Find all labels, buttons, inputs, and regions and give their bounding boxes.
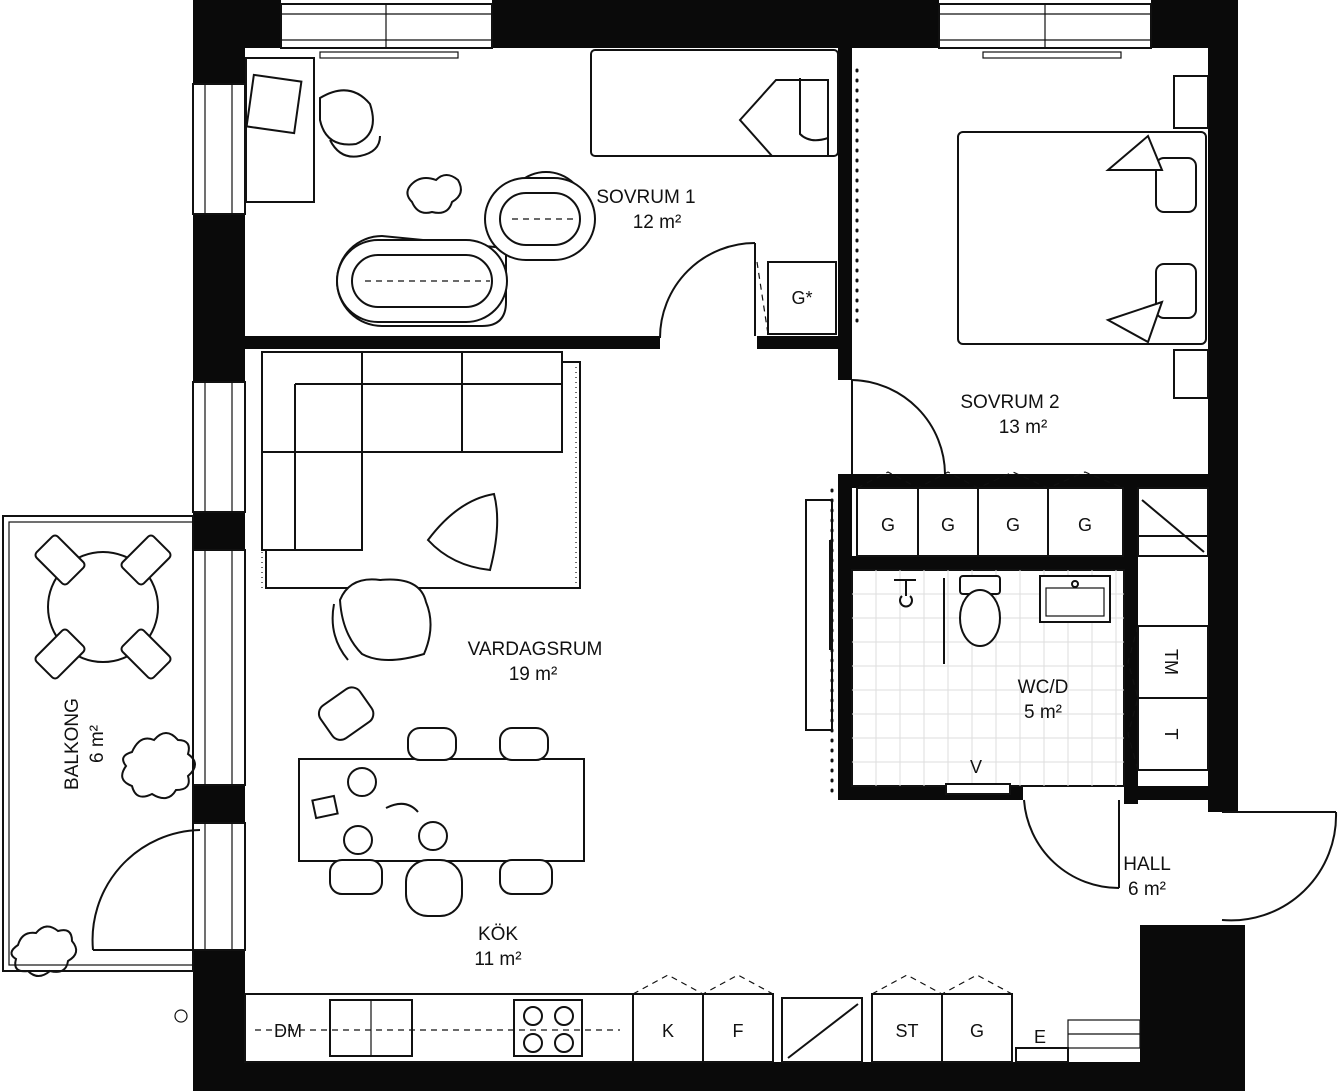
hall-name: HALL <box>1123 854 1171 875</box>
electric-panel-label: E <box>1034 1027 1046 1047</box>
vask-label: V <box>970 757 982 777</box>
room-labels: SOVRUM 1 12 m² SOVRUM 2 13 m² VARDAGSRUM… <box>62 187 1171 970</box>
top-windows <box>280 3 1152 59</box>
outer-walls <box>193 0 1245 1091</box>
wardrobe-label-1: G <box>881 515 895 535</box>
dryer-label: TM <box>1161 649 1181 675</box>
wardrobe-label-4: G <box>1078 515 1092 535</box>
kok-name: KÖK <box>478 924 518 945</box>
kok-area: 11 m² <box>474 949 521 970</box>
vardagsrum-furniture <box>261 351 581 661</box>
wardrobe-label-3: G <box>1006 515 1020 535</box>
balkong-name: BALKONG <box>62 698 83 790</box>
fixture-labels: G* G G G G V DM K F ST G E TM T <box>274 288 1181 1047</box>
dishwasher-label: DM <box>274 1021 302 1041</box>
fridge-label: K <box>662 1021 674 1041</box>
doors <box>91 242 1338 951</box>
sovrum1-furniture <box>245 49 839 335</box>
wcd-area: 5 m² <box>1024 702 1062 723</box>
sovrum1-name: SOVRUM 1 <box>596 187 695 208</box>
hall-area: 6 m² <box>1128 879 1166 900</box>
vardagsrum-area: 19 m² <box>509 664 558 685</box>
kitchen-wardrobe-label: G <box>970 1021 984 1041</box>
vardagsrum-name: VARDAGSRUM <box>468 639 603 660</box>
kok-furniture <box>244 686 1141 1063</box>
freezer-label: F <box>733 1021 744 1041</box>
cleaning-closet-label: ST <box>895 1021 918 1041</box>
garderob-star-label: G* <box>791 288 812 308</box>
wardrobe-label-2: G <box>941 515 955 535</box>
wcd-name: WC/D <box>1018 677 1069 698</box>
washer-label: T <box>1161 729 1181 740</box>
sovrum2-furniture <box>855 68 1209 399</box>
left-windows <box>192 83 246 951</box>
balcony <box>2 515 196 1023</box>
sovrum1-area: 12 m² <box>633 212 682 233</box>
balkong-area: 6 m² <box>87 725 108 763</box>
wc-furniture <box>805 471 1209 798</box>
sovrum2-area: 13 m² <box>999 417 1048 438</box>
sovrum2-name: SOVRUM 2 <box>960 392 1059 413</box>
